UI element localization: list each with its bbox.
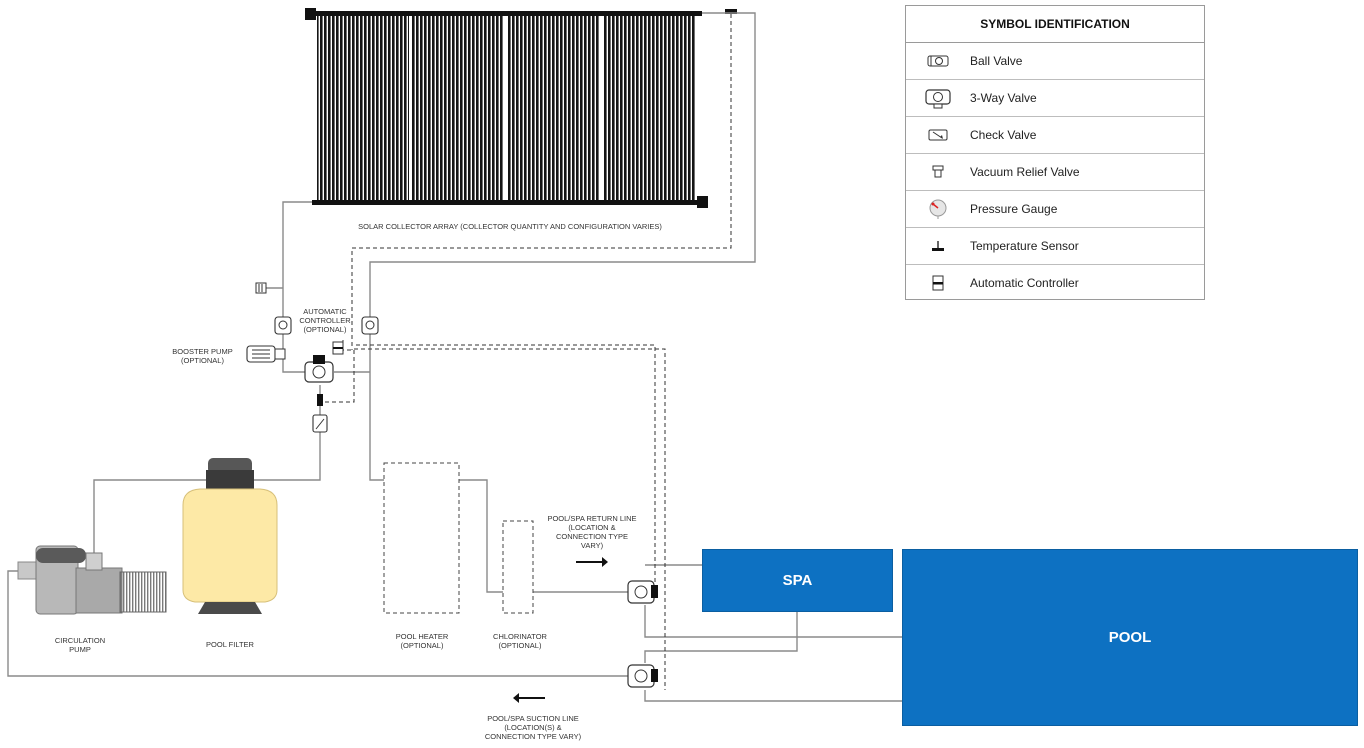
return-line-label: POOL/SPA RETURN LINE (LOCATION & CONNECT…: [537, 514, 647, 550]
three-way-valve-return: [627, 580, 658, 604]
circulation-pump-label-line1: CIRCULATION: [54, 636, 106, 645]
check-valve-icon: [906, 127, 970, 143]
symbol-identification-legend: SYMBOL IDENTIFICATION Ball Valve 3-Way V…: [905, 5, 1205, 300]
legend-row-automatic-controller: Automatic Controller: [906, 265, 1204, 301]
legend-label-temperature-sensor: Temperature Sensor: [970, 239, 1079, 253]
suction-flow-arrow: [513, 693, 545, 703]
pool-filter: [182, 458, 278, 614]
solid-piping: [7, 12, 903, 702]
three-way-valve-icon: [906, 87, 970, 109]
return-line-label-line3: CONNECTION TYPE: [556, 532, 628, 541]
pool-heater-label-line1: POOL HEATER: [395, 632, 449, 641]
spa: SPA: [702, 549, 893, 612]
booster-pump: [246, 345, 286, 363]
legend-row-ball-valve: Ball Valve: [906, 43, 1204, 80]
vacuum-relief-valve: [255, 282, 267, 294]
suction-line-label-line3: CONNECTION TYPE VARY): [484, 732, 582, 741]
three-way-valve-solar: [304, 355, 334, 383]
pressure-gauge-icon: [906, 198, 970, 220]
circulation-pump-label-line2: PUMP: [69, 645, 91, 654]
solar-collector-array: [305, 8, 737, 208]
vacuum-relief-valve-icon: [906, 164, 970, 180]
ball-valve-return: [361, 316, 379, 335]
circulation-pump: [17, 545, 167, 615]
suction-line-label-line1: POOL/SPA SUCTION LINE: [487, 714, 579, 723]
automatic-controller-label: AUTOMATIC CONTROLLER (OPTIONAL): [290, 307, 360, 334]
solar-collector-panel-2: [412, 14, 504, 202]
chlorinator-label-line1: CHLORINATOR: [493, 632, 547, 641]
legend-row-three-way-valve: 3-Way Valve: [906, 80, 1204, 117]
circulation-pump-label: CIRCULATION PUMP: [40, 636, 120, 654]
solar-array-label: SOLAR COLLECTOR ARRAY (COLLECTOR QUANTIT…: [358, 222, 662, 231]
temperature-sensor-icon: [906, 238, 970, 254]
legend-row-temperature-sensor: Temperature Sensor: [906, 228, 1204, 265]
legend-row-pressure-gauge: Pressure Gauge: [906, 191, 1204, 228]
legend-row-vacuum-relief-valve: Vacuum Relief Valve: [906, 154, 1204, 191]
temperature-sensor-supply: [317, 394, 323, 406]
header-cap-top-left: [305, 8, 316, 20]
automatic-controller-label-line1: AUTOMATIC: [303, 307, 347, 316]
header-cap-bottom-right: [697, 196, 708, 208]
legend-title: SYMBOL IDENTIFICATION: [906, 6, 1204, 43]
solar-collector-panel-3: [508, 14, 600, 202]
pool-heater-label-line2: (OPTIONAL): [400, 641, 444, 650]
temperature-sensor-collector: [725, 9, 737, 14]
chlorinator-label-line2: (OPTIONAL): [498, 641, 542, 650]
automatic-controller-icon: [906, 274, 970, 292]
legend-label-pressure-gauge: Pressure Gauge: [970, 202, 1058, 216]
return-line-label-line2: (LOCATION &: [568, 523, 616, 532]
booster-pump-label-line1: BOOSTER PUMP: [172, 347, 233, 356]
automatic-controller-label-line3: (OPTIONAL): [303, 325, 347, 334]
legend-label-three-way-valve: 3-Way Valve: [970, 91, 1037, 105]
solar-bottom-header: [312, 200, 702, 205]
booster-pump-label: BOOSTER PUMP (OPTIONAL): [160, 347, 245, 365]
return-line-label-line4: VARY): [580, 541, 604, 550]
pool-heater-label: POOL HEATER (OPTIONAL): [380, 632, 464, 650]
suction-line-label: POOL/SPA SUCTION LINE (LOCATION(S) & CON…: [468, 714, 598, 741]
control-wiring: [320, 14, 732, 690]
legend-label-automatic-controller: Automatic Controller: [970, 276, 1079, 290]
legend-label-ball-valve: Ball Valve: [970, 54, 1023, 68]
legend-label-vacuum-relief-valve: Vacuum Relief Valve: [970, 165, 1080, 179]
pool-heater: [383, 462, 460, 614]
solar-top-header: [312, 11, 702, 16]
automatic-controller: [332, 341, 344, 355]
chlorinator: [502, 520, 534, 614]
pool: POOL: [902, 549, 1358, 726]
pool-filter-label: POOL FILTER: [206, 640, 254, 649]
solar-collector-panel-1: [317, 14, 409, 202]
check-valve: [312, 414, 328, 433]
ball-valve-supply: [274, 316, 292, 335]
solar-collector-panel-4: [603, 14, 695, 202]
legend-row-check-valve: Check Valve: [906, 117, 1204, 154]
automatic-controller-label-line2: CONTROLLER: [299, 316, 351, 325]
suction-line-label-line2: (LOCATION(S) &: [504, 723, 562, 732]
three-way-valve-suction: [627, 664, 658, 688]
legend-label-check-valve: Check Valve: [970, 128, 1037, 142]
ball-valve-icon: [906, 53, 970, 69]
chlorinator-label: CHLORINATOR (OPTIONAL): [478, 632, 562, 650]
return-line-label-line1: POOL/SPA RETURN LINE: [547, 514, 637, 523]
booster-pump-label-line2: (OPTIONAL): [181, 356, 224, 365]
return-flow-arrow: [576, 557, 608, 567]
